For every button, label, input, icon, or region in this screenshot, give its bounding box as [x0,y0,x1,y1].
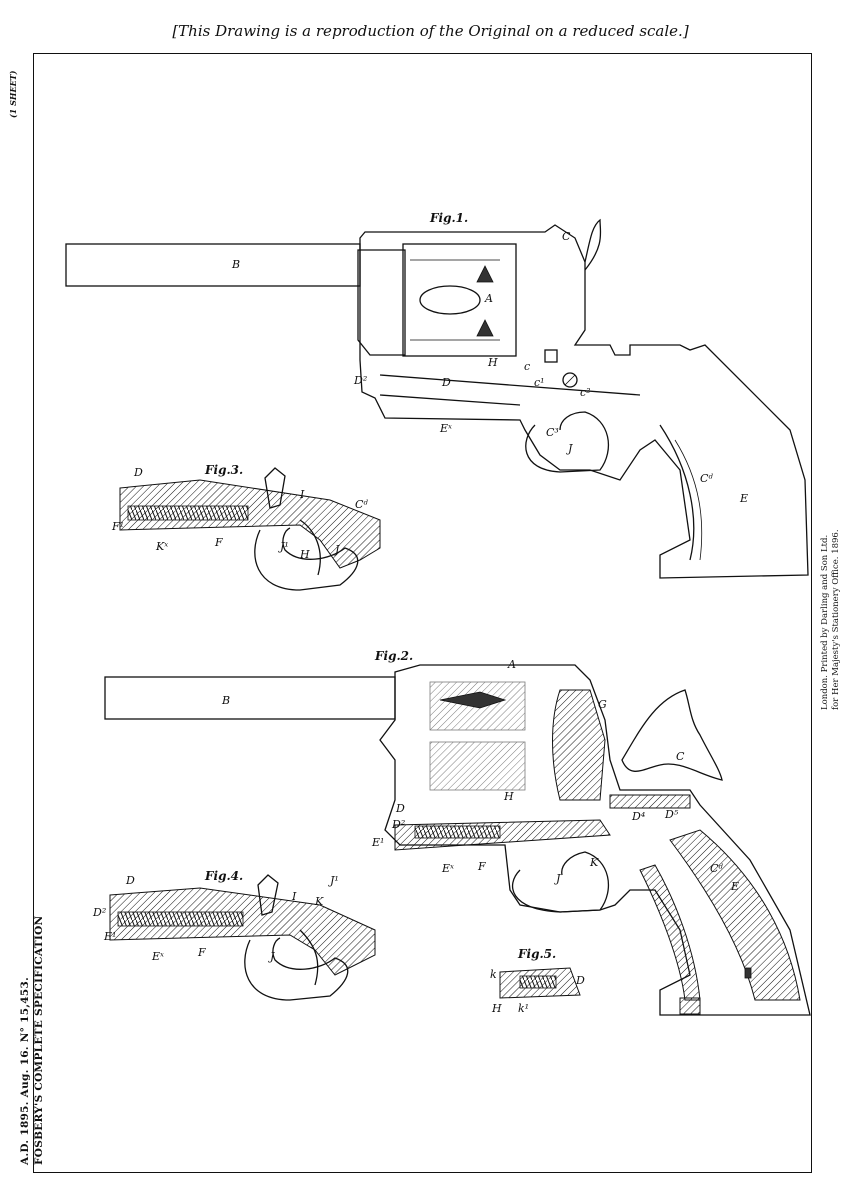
fig2-label-j: J [554,872,561,885]
fig5-label-d: D [575,974,585,987]
fig1-label-c2: c² [580,386,591,399]
fig3-label-f1: F¹ [111,520,124,533]
fig1-label-b: B [231,258,240,271]
figure-3: Fig.3. D F¹ Kˣ F I Cᵈ J¹ H J [111,463,381,591]
fig2-title: Fig.2. [374,649,413,663]
figure-4: Fig.4. D D² E¹ Eˣ F I J¹ K J [92,869,376,1001]
fig1-label-c-small: c [524,360,530,373]
fig2-label-e1: E¹ [371,836,384,849]
fig4-label-k: K [314,895,324,908]
figure-2: Fig.2. A B G C D D² E¹ Eˣ F H [104,649,811,1016]
fig3-label-j: J [333,543,340,556]
fig1-label-ex: Eˣ [439,422,452,435]
fig2-label-d2: D² [391,818,405,831]
fig2-label-h: H [503,790,514,803]
fig3-label-i: I [299,488,305,501]
fig5-label-k: k [490,968,497,981]
fig1-label-cd: Cᵈ [700,472,713,485]
fig1-label-a: A [484,292,493,305]
fig4-label-f: F [197,946,206,959]
figure-1: Fig.1. B C A H [65,211,809,579]
fig3-label-h: H [299,548,310,561]
fig1-label-d: D [441,376,451,389]
fig1-label-d2: D² [353,374,367,387]
fig2-label-d5: D⁵ [664,808,679,821]
fig1-label-h: H [487,356,498,369]
fig2-label-d4: D⁴ [631,810,645,823]
reproduction-note: [This Drawing is a reproduction of the O… [172,22,689,40]
fig3-title: Fig.3. [204,463,243,477]
fig1-title: Fig.1. [429,211,468,225]
fig3-label-kx: Kˣ [155,540,168,553]
fig4-label-d: D [125,874,135,887]
fig4-label-e1: E¹ [103,930,116,943]
fig2-label-f: F [477,860,486,873]
fig1-label-c3: C³ [546,426,559,439]
fig4-label-j: J [268,950,275,963]
fig4-label-i: I [291,890,297,903]
fig3-label-d: D [133,466,143,479]
figure-5: Fig.5. k D H k¹ [490,947,585,1015]
fig2-label-b: B [221,694,230,707]
fig2-label-a: A [507,658,516,671]
fig4-label-d2: D² [92,906,106,919]
fig3-label-j1: J¹ [278,540,289,553]
fig2-label-ex: Eˣ [441,862,454,875]
fig2-label-c: C [676,750,685,763]
fig1-label-c: C [562,230,571,243]
fig4-label-j1: J¹ [328,874,339,887]
fig3-label-f: F [214,536,223,549]
fig1-label-j: J [566,442,573,455]
fig3-label-cd: Cᵈ [355,498,368,511]
fig2-label-cd: Cᵈ [710,862,723,875]
fig2-label-d: D [395,802,405,815]
fig5-label-k1: k¹ [518,1002,529,1015]
fig1-revolver-outline [65,218,809,579]
fig4-label-ex: Eˣ [151,950,164,963]
fig2-label-k: K [589,856,599,869]
fig2-label-e: E [730,880,739,893]
drawing-frame [33,53,812,1173]
fig2-label-g: G [598,698,607,711]
fig4-title: Fig.4. [204,869,243,883]
fig5-label-h: H [491,1002,502,1015]
fig1-label-c1: c¹ [534,376,545,389]
fig5-title: Fig.5. [517,947,556,961]
fig1-label-e: E [739,492,748,505]
